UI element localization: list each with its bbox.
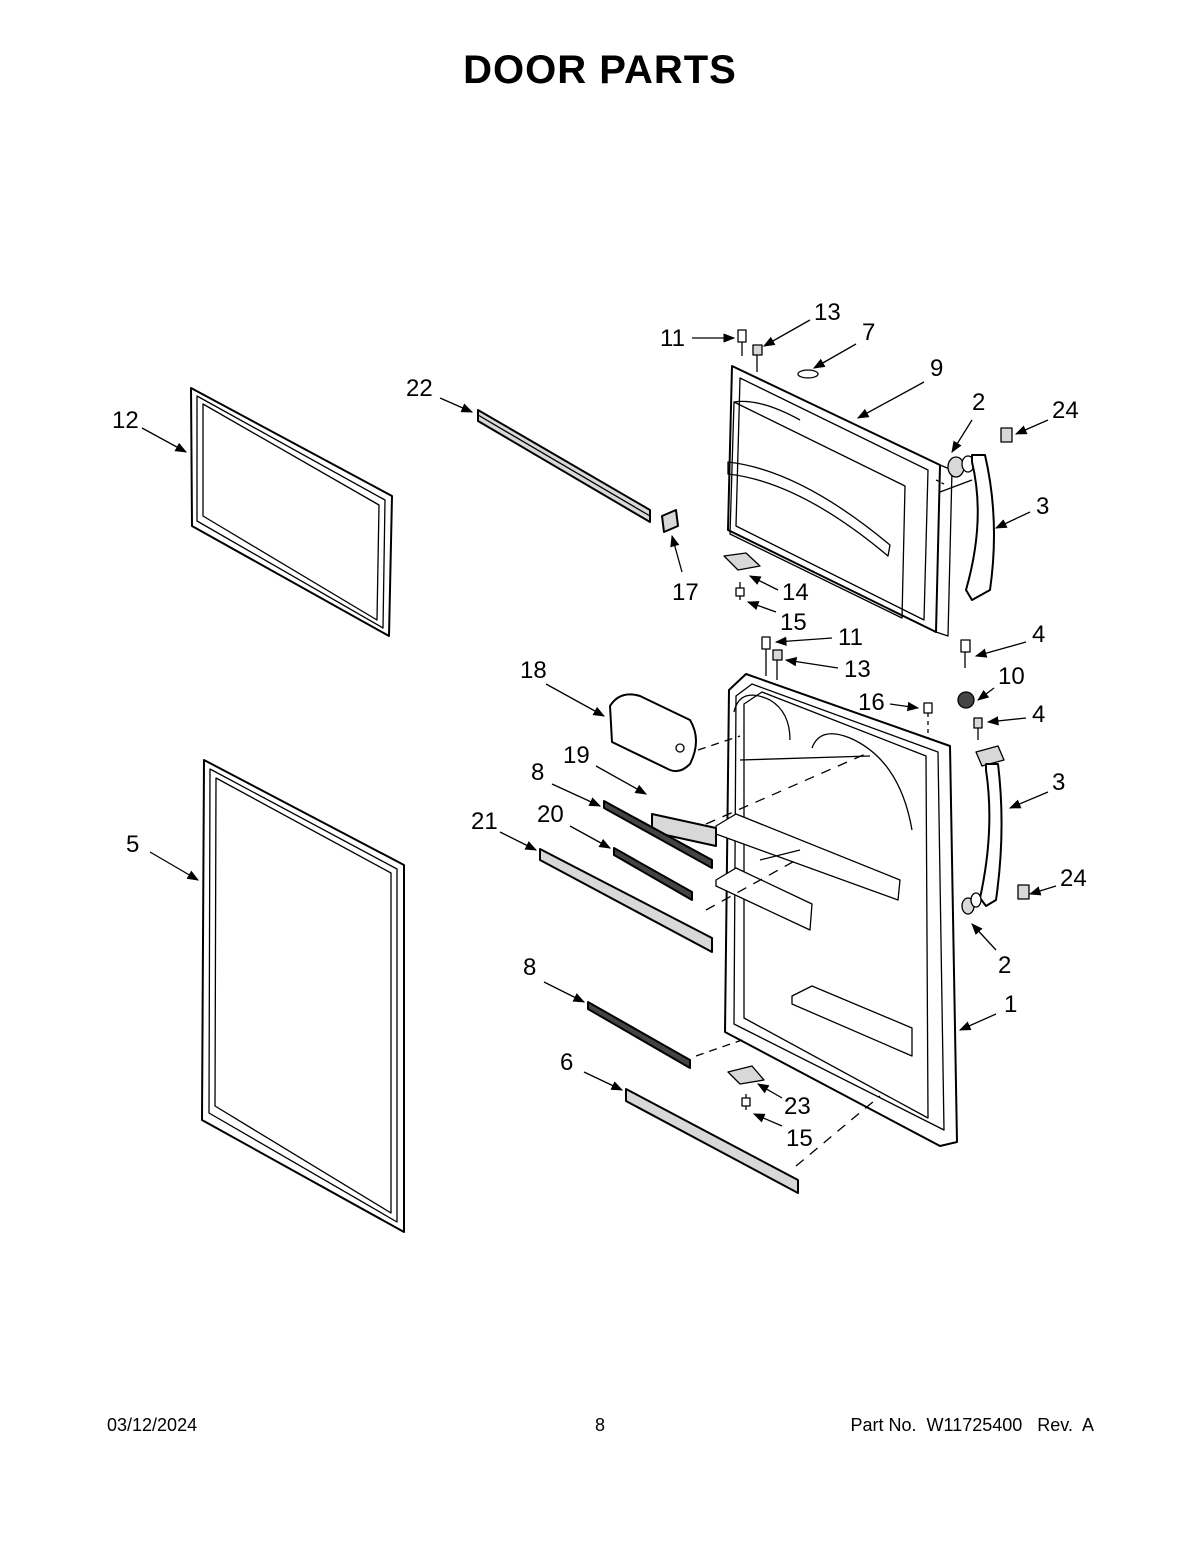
footer-part-number: Part No. W11725400 Rev. A [850,1415,1094,1435]
callout-13a: 13 [814,299,841,326]
fresh-food-hinge-pin-and-screw [761,636,783,680]
callout-19: 19 [563,742,590,769]
callout-16: 16 [858,689,885,716]
callout-13b: 13 [844,656,871,683]
fresh-food-door-handle [961,745,1005,915]
callout-4a: 4 [1032,621,1045,648]
freezer-trim-strip [477,409,651,523]
callout-11a: 11 [660,325,685,352]
callout-15a: 15 [780,609,807,636]
door-stop-cap [947,455,975,478]
trim-clip [661,509,679,533]
footer-date: 03/12/2024 [107,1415,198,1435]
callout-2b: 2 [998,952,1011,979]
freezer-door-assembly [727,365,953,637]
freezer-hinge-pin-and-screw [737,329,763,372]
callout-8b: 8 [523,954,536,981]
freezer-door-handle [939,454,995,601]
callout-15b: 15 [786,1125,813,1152]
callout-4b: 4 [1032,701,1045,728]
footer-page-number: 8 [595,1415,606,1435]
callout-24a: 24 [1052,397,1079,424]
shelf-trim-strips [539,800,799,1194]
callout-7: 7 [862,319,875,346]
callout-23: 23 [784,1093,811,1120]
callout-17: 17 [672,579,699,606]
callout-24b: 24 [1060,865,1087,892]
callout-6: 6 [560,1049,573,1076]
callout-21: 21 [471,808,498,835]
callout-2a: 2 [972,389,985,416]
callout-8a: 8 [531,759,544,786]
callouts: 12 22 17 11 13 7 9 2 24 3 14 15 11 13 4 … [112,299,1087,1152]
callout-14: 14 [782,579,809,606]
callout-3b: 3 [1052,769,1065,796]
fresh-food-door-gasket [201,759,405,1233]
callout-5: 5 [126,831,139,858]
callout-10: 10 [998,663,1025,690]
dairy-compartment-door [609,693,697,773]
freezer-door-gasket [190,387,393,637]
callout-1: 1 [1004,991,1017,1018]
page-title: DOOR PARTS [463,48,737,92]
fresh-food-lower-hinge [727,1065,765,1110]
fresh-food-door-assembly [715,673,958,1147]
callout-12: 12 [112,407,139,434]
callout-11b: 11 [838,624,863,651]
handle-screws [923,639,983,740]
dairy-bracket [651,813,717,847]
callout-3a: 3 [1036,493,1049,520]
callout-20: 20 [537,801,564,828]
freezer-badge [797,369,819,379]
assembly-guide-lines [695,735,881,1167]
freezer-lower-hinge [723,552,761,600]
callout-22: 22 [406,375,433,402]
callout-18: 18 [520,657,547,684]
callout-9: 9 [930,355,943,382]
